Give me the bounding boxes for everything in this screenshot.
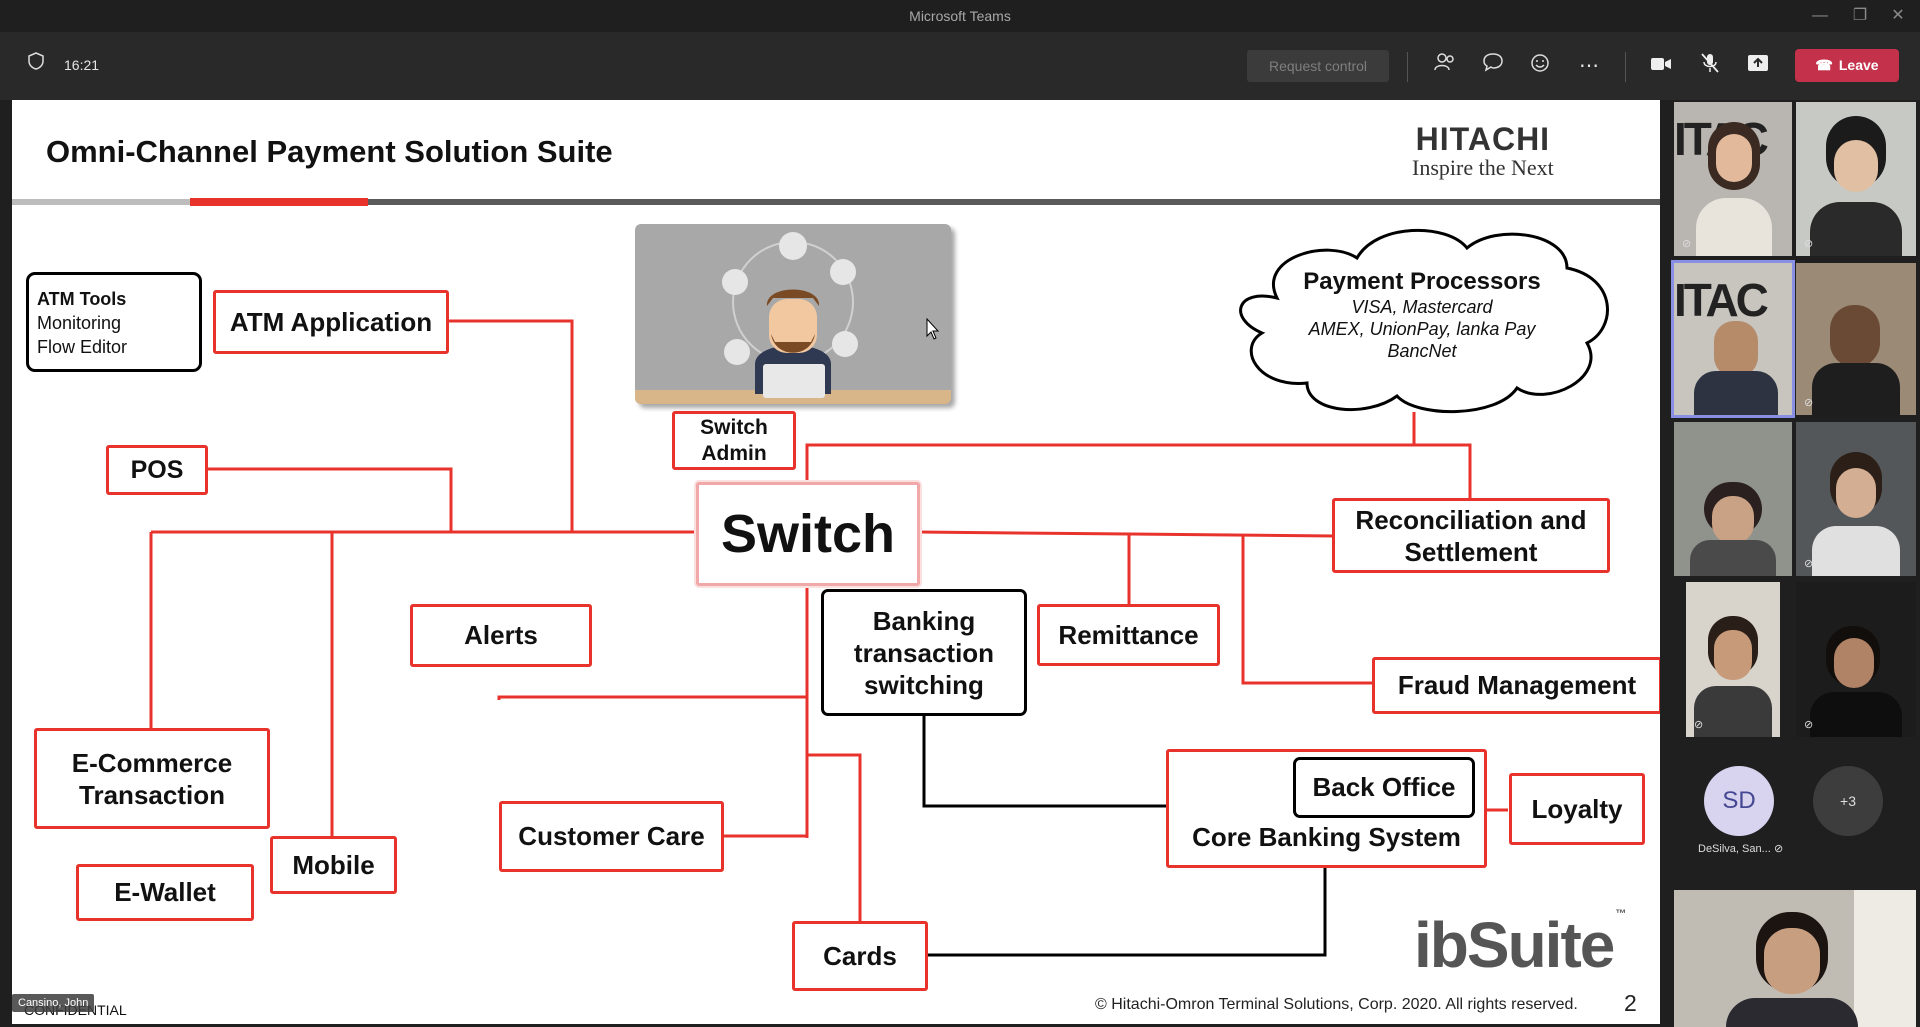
presenter-name-tag: Cansino, John: [12, 994, 95, 1012]
hitachi-logo: HITACHI Inspire the Next: [1412, 122, 1554, 180]
share-screen-icon[interactable]: [1744, 52, 1772, 80]
participant-tile[interactable]: ⊘: [1796, 102, 1916, 256]
reconciliation-line1: Reconciliation and: [1355, 504, 1587, 535]
meeting-toolbar: [0, 32, 1920, 100]
mic-muted-icon[interactable]: [1696, 52, 1724, 80]
remittance-box: Remittance: [1037, 604, 1220, 666]
flow-editor-label: Flow Editor: [37, 337, 128, 357]
customer-care-box: Customer Care: [499, 801, 724, 872]
more-participants-count: +3: [1840, 793, 1856, 809]
mic-muted-icon: ⊘: [1774, 843, 1784, 855]
more-options-icon[interactable]: ⋯: [1579, 55, 1599, 77]
fraud-management-box: Fraud Management: [1372, 657, 1660, 714]
banking-switching-box: Banking transaction switching: [821, 589, 1027, 716]
mic-muted-icon: ⊘: [1804, 397, 1814, 409]
pp-line3: BancNet: [1387, 341, 1457, 361]
participant-avatar[interactable]: SD: [1704, 766, 1774, 836]
payment-processors-cloud: Payment Processors VISA, Mastercard AMEX…: [1217, 218, 1627, 418]
participant-tile[interactable]: ⊘: [1796, 582, 1916, 737]
pp-line1: VISA, Mastercard: [1351, 297, 1493, 317]
mic-muted-icon: ⊘: [1804, 558, 1814, 570]
hitachi-tagline: Inspire the Next: [1412, 155, 1554, 180]
mic-muted-icon: ⊘: [1804, 238, 1814, 250]
hitachi-logo-text: HITACHI: [1415, 121, 1551, 157]
banking-line2: transaction: [853, 637, 995, 668]
leave-button[interactable]: ☎ Leave: [1795, 49, 1899, 82]
ewallet-box: E-Wallet: [76, 864, 254, 921]
participant-name: DeSilva, San...: [1698, 843, 1771, 855]
slide-connectors: [12, 198, 1660, 957]
reconciliation-box: Reconciliation and Settlement: [1332, 498, 1610, 573]
close-icon[interactable]: ✕: [1891, 7, 1905, 24]
banking-line3: switching: [864, 669, 984, 700]
leave-label: Leave: [1838, 57, 1879, 73]
ecommerce-line2: Transaction: [79, 779, 225, 810]
mobile-box: Mobile: [270, 836, 397, 894]
shared-slide: Omni-Channel Payment Solution Suite HITA…: [12, 100, 1660, 1024]
mic-muted-icon: ⊘: [1682, 238, 1692, 250]
switch-admin-line1: Switch: [700, 415, 768, 439]
chat-icon[interactable]: [1479, 52, 1507, 80]
cards-box: Cards: [792, 921, 928, 991]
atm-tools-label: ATM Tools: [37, 289, 127, 309]
core-banking-label: Core Banking System: [1192, 822, 1461, 852]
more-participants-button[interactable]: +3: [1813, 766, 1883, 836]
avatar-initials: SD: [1722, 787, 1756, 814]
monitoring-label: Monitoring: [37, 313, 122, 333]
participant-tile[interactable]: ⊘: [1796, 263, 1916, 415]
window-title: Microsoft Teams: [909, 8, 1011, 24]
payment-processors-title: Payment Processors: [1303, 268, 1541, 295]
loyalty-box: Loyalty: [1509, 773, 1645, 845]
meeting-timer: 16:21: [64, 57, 100, 73]
window-titlebar: Microsoft Teams — ❐ ✕: [0, 0, 1920, 32]
reactions-icon[interactable]: [1527, 52, 1555, 80]
mic-muted-icon: ⊘: [1804, 719, 1814, 731]
alerts-box: Alerts: [410, 604, 592, 667]
shield-icon: [22, 52, 50, 80]
switch-admin-illustration: [635, 224, 951, 404]
back-office-box: Back Office: [1293, 757, 1475, 818]
reconciliation-line2: Settlement: [1404, 536, 1538, 567]
participant-tile[interactable]: ⊘: [1796, 422, 1916, 576]
minimize-icon[interactable]: —: [1812, 7, 1828, 24]
divider: [1625, 52, 1626, 82]
pp-line2: AMEX, UnionPay, lanka Pay: [1308, 319, 1536, 339]
divider: [1407, 52, 1408, 82]
banking-line1: Banking: [872, 605, 976, 636]
self-video-tile[interactable]: [1674, 890, 1916, 1027]
request-control-button[interactable]: Request control: [1247, 50, 1389, 82]
mic-muted-icon: ⊘: [1694, 719, 1704, 731]
atm-tools-box: ATM Tools Monitoring Flow Editor: [26, 272, 202, 372]
switch-box: Switch: [696, 482, 920, 586]
atm-application-box: ATM Application: [213, 290, 449, 354]
participant-tile-active-speaker[interactable]: ITAC: [1671, 260, 1795, 418]
participant-tile[interactable]: [1674, 422, 1792, 576]
cursor-icon: [926, 317, 940, 340]
slide-title: Omni-Channel Payment Solution Suite: [46, 134, 613, 169]
participant-tile[interactable]: ITAC ⊘: [1674, 102, 1792, 256]
trademark-icon: ™: [1615, 908, 1626, 920]
copyright-text: © Hitachi-Omron Terminal Solutions, Corp…: [1095, 996, 1578, 1013]
restore-icon[interactable]: ❐: [1852, 7, 1868, 24]
background-text: ITAC: [1674, 274, 1769, 326]
switch-admin-box: Switch Admin: [672, 411, 796, 470]
ibsuite-logo-text: ibSuite: [1414, 909, 1615, 981]
ecommerce-box: E-Commerce Transaction: [34, 728, 270, 829]
ecommerce-line1: E-Commerce: [71, 747, 233, 778]
participant-tile[interactable]: ⊘: [1686, 582, 1780, 737]
switch-admin-line2: Admin: [701, 441, 767, 465]
pos-box: POS: [106, 445, 208, 495]
phone-hangup-icon: ☎: [1815, 57, 1833, 73]
camera-icon[interactable]: [1647, 52, 1675, 80]
page-number: 2: [1624, 990, 1637, 1016]
participants-icon[interactable]: [1431, 52, 1459, 80]
